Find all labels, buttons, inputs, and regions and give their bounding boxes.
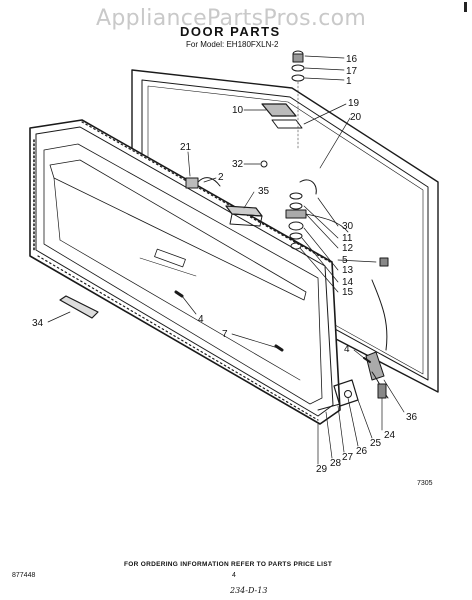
- part-labels: 16 17 1 19 20 10 21 32 2 35 30 11 12 5 1…: [32, 54, 418, 475]
- handwritten-code: 234-D-13: [230, 586, 268, 595]
- part-label-17: 17: [346, 66, 358, 77]
- diagram-code: 7305: [417, 480, 433, 487]
- part-label-21: 21: [180, 142, 192, 153]
- part-label-32: 32: [232, 159, 244, 170]
- screws: [174, 290, 371, 363]
- part-label-25: 25: [370, 438, 382, 449]
- part-label-30: 30: [342, 221, 354, 232]
- hinge-bracket-part: [261, 103, 303, 129]
- part-label-13: 13: [342, 265, 354, 276]
- part-label-27: 27: [342, 452, 354, 463]
- part-label-19: 19: [348, 98, 360, 109]
- part-label-2: 2: [218, 172, 224, 183]
- part-label-20: 20: [350, 112, 362, 123]
- part-label-15: 15: [342, 287, 354, 298]
- part-label-7: 7: [222, 329, 228, 340]
- page-number: 4: [232, 572, 236, 579]
- leader-lines: [47, 55, 405, 465]
- part-label-11: 11: [342, 233, 353, 244]
- part-label-10: 10: [232, 105, 244, 116]
- part-label-35: 35: [258, 186, 270, 197]
- top-hinge-stack: [291, 50, 305, 151]
- door-outer-panel: [29, 119, 341, 425]
- part-label-26: 26: [356, 446, 368, 457]
- part-label-36: 36: [406, 412, 418, 423]
- page-title: DOOR PARTS: [180, 24, 281, 39]
- document-code: 877448: [12, 572, 36, 579]
- part-label-12: 12: [342, 243, 354, 254]
- corner-mark: [464, 2, 467, 12]
- part-label-14: 14: [342, 277, 354, 288]
- part-label-24: 24: [384, 430, 396, 441]
- watermark: AppliancePartsPros.com: [96, 6, 367, 31]
- part-label-1: 1: [346, 76, 352, 87]
- switch-assembly: [185, 160, 268, 189]
- bracket-part: [225, 205, 263, 227]
- center-hinge-stack: [285, 179, 389, 351]
- part-label-5: 5: [342, 255, 348, 266]
- ordering-footer: FOR ORDERING INFORMATION REFER TO PARTS …: [124, 561, 333, 568]
- part-label-16: 16: [346, 54, 358, 65]
- part-label-4-lower: 4: [344, 344, 350, 355]
- bottom-hinge-stack: [317, 351, 389, 411]
- model-subtitle: For Model: EH180FXLN-2: [186, 40, 279, 49]
- part-label-29: 29: [316, 464, 328, 475]
- part-label-28: 28: [330, 458, 342, 469]
- part-label-34: 34: [32, 318, 44, 329]
- part-label-4-upper: 4: [198, 314, 204, 325]
- door-handle-part: [59, 295, 99, 319]
